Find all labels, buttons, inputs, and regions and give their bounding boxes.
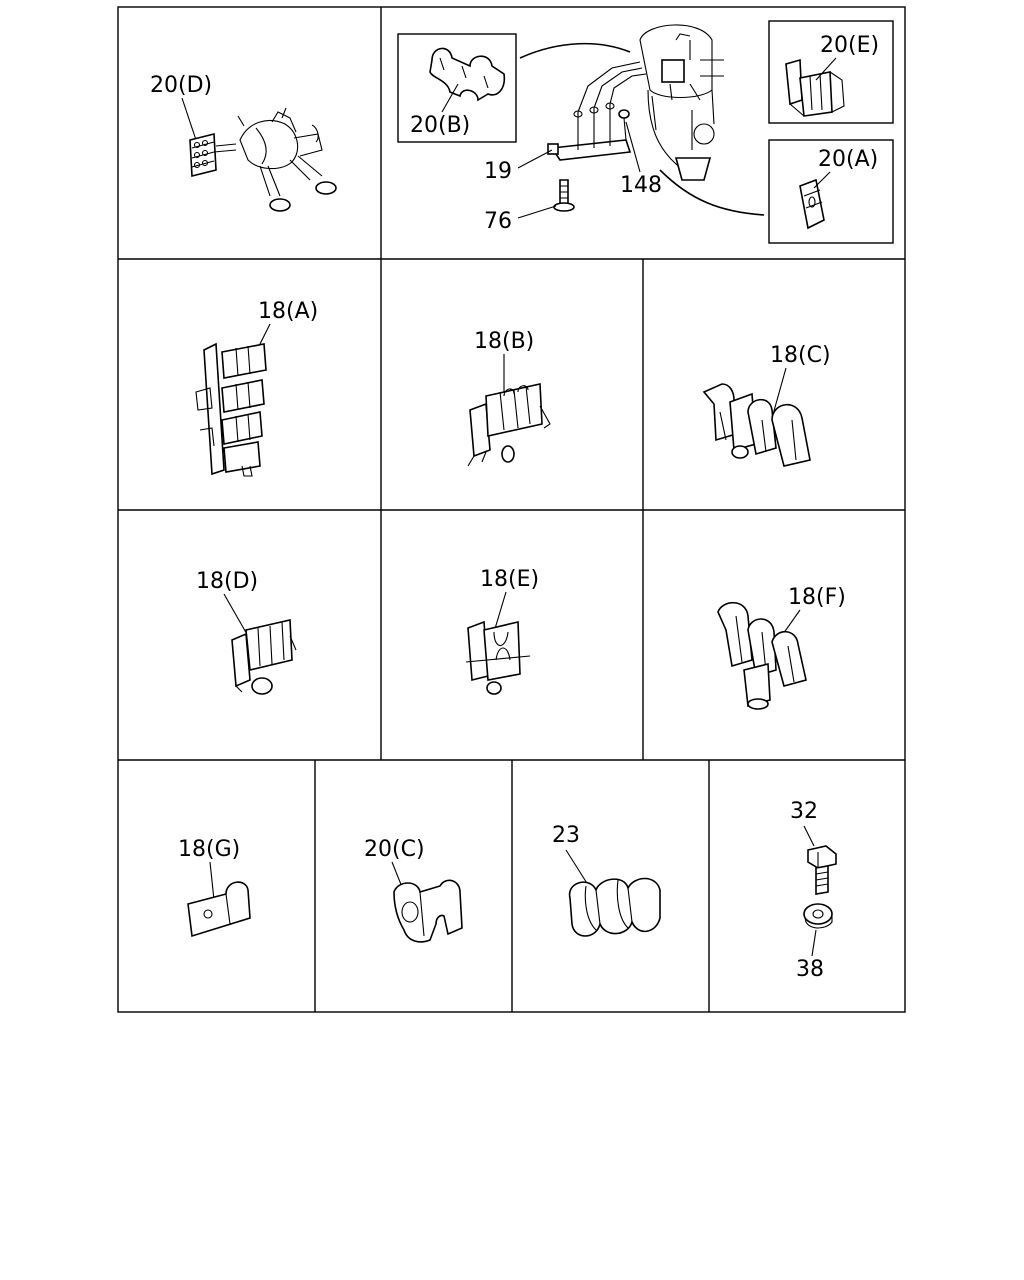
label-18d: 18(D): [196, 569, 258, 594]
bolt-32-drawing: [807, 845, 837, 895]
label-20d: 20(D): [150, 73, 212, 98]
panel-32-38: 32 38: [790, 799, 837, 982]
label-18f: 18(F): [788, 585, 846, 610]
panel-18b: 18(B): [467, 329, 551, 467]
label-18b: 18(B): [474, 329, 534, 354]
label-20a: 20(A): [818, 147, 878, 172]
label-148: 148: [620, 173, 662, 198]
panel-18a: 18(A): [195, 299, 318, 477]
label-20b: 20(B): [410, 113, 470, 138]
label-18e: 18(E): [480, 567, 539, 592]
clip-20d-drawing: [189, 132, 217, 178]
clip-18g-drawing: [187, 881, 251, 938]
clip-18a-drawing: [195, 342, 267, 477]
panel-18d: 18(D): [196, 569, 297, 695]
panel-assembly: 20(B): [397, 20, 894, 244]
clip-18b-drawing: [467, 383, 551, 467]
clip-23-drawing: [568, 877, 661, 937]
inset-20e-frame: [768, 20, 894, 124]
label-19: 19: [484, 159, 512, 184]
panel-20d: 20(D): [150, 73, 337, 212]
engine-top-drawing: [639, 24, 724, 181]
label-20c: 20(C): [364, 837, 425, 862]
clip-20b-drawing: [429, 47, 506, 102]
inset-20a-frame: [768, 139, 894, 244]
panel-23: 23: [552, 823, 661, 937]
engine-assembly-drawing: [213, 107, 337, 212]
clip-18f-drawing: [717, 601, 807, 710]
panel-18g: 18(G): [178, 837, 251, 938]
washer-38-drawing: [803, 903, 833, 929]
clip-20a-drawing: [799, 178, 825, 230]
grid-frame: [117, 6, 906, 1013]
clip-20e-drawing: [785, 58, 845, 117]
label-18c: 18(C): [770, 343, 831, 368]
clip-18e-drawing: [465, 620, 531, 695]
label-32: 32: [790, 799, 818, 824]
clip-20c-drawing: [393, 879, 463, 943]
label-76: 76: [484, 209, 512, 234]
panel-18c: 18(C): [702, 343, 831, 467]
label-18g: 18(G): [178, 837, 240, 862]
clip-18d-drawing: [231, 619, 297, 695]
clip-18c-drawing: [702, 383, 811, 467]
label-20e: 20(E): [820, 33, 879, 58]
panel-18e: 18(E): [465, 567, 539, 695]
panel-20c: 20(C): [364, 837, 463, 943]
inset-20b-frame: [397, 33, 517, 143]
label-23: 23: [552, 823, 580, 848]
label-38: 38: [796, 957, 824, 982]
panel-18f: 18(F): [717, 585, 846, 710]
label-18a: 18(A): [258, 299, 318, 324]
